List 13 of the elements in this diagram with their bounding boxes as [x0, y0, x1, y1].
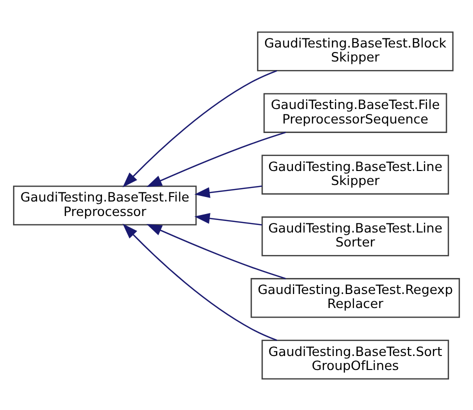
arrow	[122, 223, 278, 340]
node-box: GaudiTesting.BaseTest.Block Skipper	[257, 31, 454, 71]
node-box: GaudiTesting.BaseTest.Sort GroupOfLines	[262, 339, 450, 379]
node-box: GaudiTesting.BaseTest.Regexp Replacer	[250, 278, 460, 318]
arrow	[146, 224, 286, 279]
node-box: GaudiTesting.BaseTest.File PreprocessorSequence	[263, 92, 448, 132]
arrow	[194, 184, 262, 198]
node-box: GaudiTesting.BaseTest.Line Sorter	[262, 216, 450, 256]
node-box: GaudiTesting.BaseTest.File Preprocessor	[13, 185, 197, 225]
arrow	[146, 131, 286, 186]
arrow	[122, 70, 278, 187]
arrow	[194, 212, 262, 226]
node-box: GaudiTesting.BaseTest.Line Skipper	[262, 154, 450, 194]
